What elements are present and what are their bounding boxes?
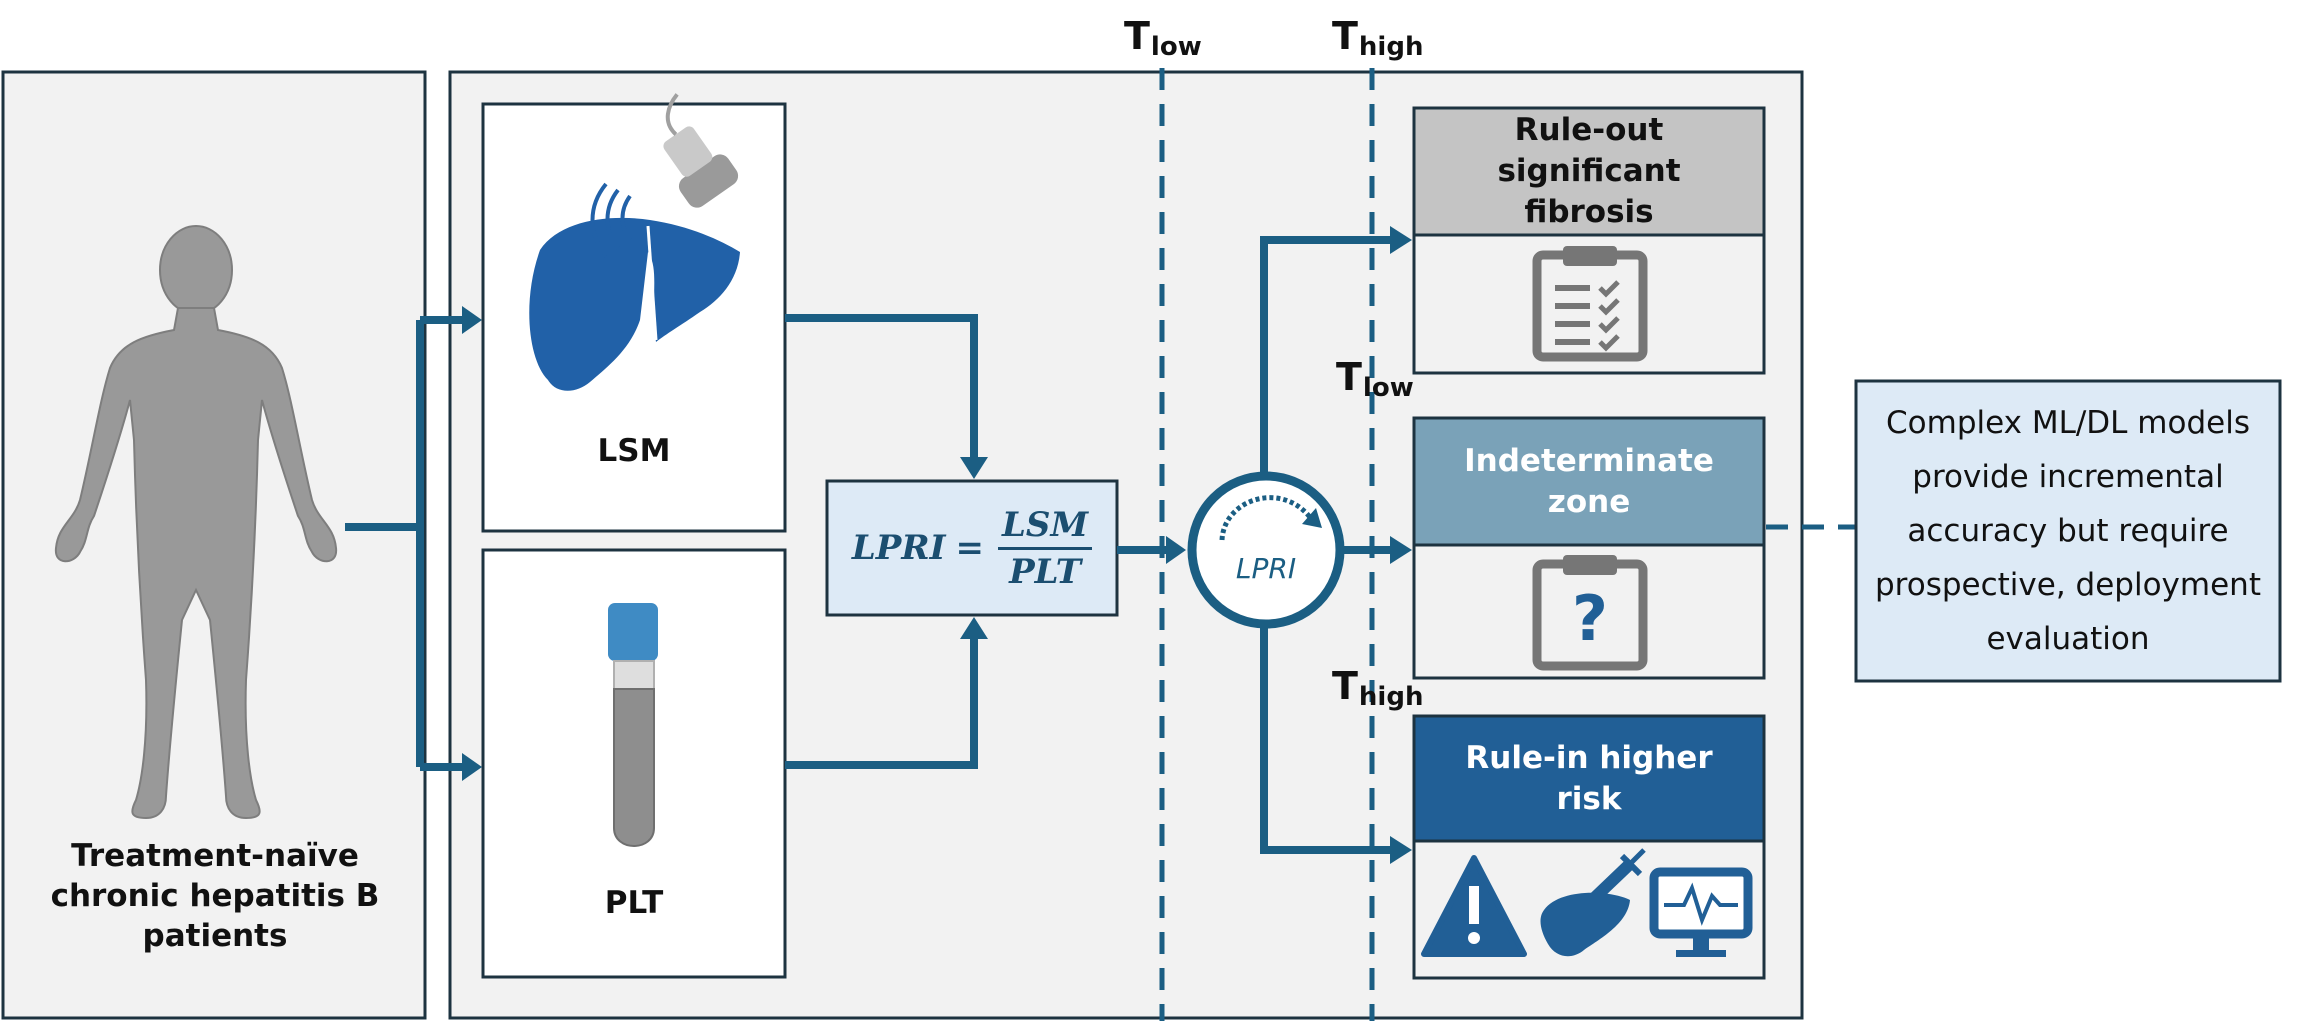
lpri-dial-arrowhead — [1302, 508, 1322, 528]
formula-denominator: PLT — [1009, 551, 1082, 592]
arrowhead-to-lsm — [462, 306, 482, 334]
lpri-formula: LPRI = LSM PLT — [827, 481, 1117, 615]
blood-tube-icon — [608, 603, 658, 847]
side-note-line: accuracy but require — [1907, 513, 2229, 549]
threshold-subscript: low — [1362, 373, 1414, 403]
formula-equals: = — [955, 528, 985, 568]
arrowhead-indeterminate — [1390, 536, 1412, 564]
plt-label: PLT — [604, 885, 664, 921]
threshold-subscript: low — [1150, 32, 1202, 62]
arrowhead-lsm-to-formula — [960, 457, 988, 479]
top-threshold-low-label: Tlow — [1124, 14, 1202, 62]
indeterminate-title-line: zone — [1547, 483, 1631, 520]
patient-label-line: patients — [142, 918, 288, 954]
indeterminate-title-line: Indeterminate — [1464, 442, 1714, 479]
formula-numerator: LSM — [998, 505, 1093, 550]
lpri-circle-label: LPRI — [1235, 552, 1297, 585]
checklist-clipboard-icon — [1532, 246, 1648, 362]
side-note-text: Complex ML/DL models provide incremental… — [1856, 396, 2280, 666]
rule-out-title-line: fibrosis — [1524, 194, 1654, 230]
rule-out-title-line: significant — [1497, 153, 1681, 189]
mid-threshold-high-label: Thigh — [1332, 664, 1423, 712]
question-clipboard-icon: ? — [1532, 555, 1648, 671]
rule-in-title-line: Rule-in higher — [1465, 739, 1713, 776]
threshold-symbol: T — [1332, 14, 1358, 58]
monitor-icon — [1649, 867, 1753, 957]
threshold-symbol: T — [1336, 355, 1362, 399]
svg-text:?: ? — [1572, 582, 1608, 655]
rule-out-header-bg — [1412, 106, 1766, 237]
indeterminate-title: Indeterminate zone — [1414, 418, 1764, 545]
branch-down — [1260, 626, 1392, 854]
liver-ultrasound-icon — [529, 93, 740, 391]
arrowhead-rule-in — [1390, 836, 1412, 864]
arrowhead-plt-to-formula — [960, 617, 988, 639]
top-threshold-high-label: Thigh — [1332, 14, 1423, 62]
arrow-lsm-to-formula — [785, 314, 978, 460]
threshold-symbol: T — [1332, 664, 1358, 708]
threshold-symbol: T — [1124, 14, 1150, 58]
patient-label: Treatment-naïve chronic hepatitis B pati… — [20, 836, 410, 956]
rule-in-title-line: risk — [1556, 780, 1622, 817]
lpri-dial-arc — [1219, 495, 1315, 541]
arrowhead-rule-out — [1390, 226, 1412, 254]
threshold-subscript: high — [1358, 32, 1424, 62]
formula-fraction: LSM PLT — [998, 505, 1093, 592]
warning-icon — [1421, 855, 1527, 957]
mid-threshold-low-label: Tlow — [1336, 355, 1414, 403]
threshold-subscript: high — [1358, 682, 1424, 712]
rule-in-header-bg — [1412, 714, 1766, 843]
side-note-line: prospective, deployment — [1875, 567, 2261, 603]
patient-label-line: chronic hepatitis B — [50, 878, 380, 914]
arrowhead-formula-to-lpri — [1166, 536, 1186, 564]
side-note-box — [1854, 379, 2282, 683]
arrow-plt-to-formula — [785, 636, 978, 769]
rule-out-title-line: Rule-out — [1514, 112, 1664, 148]
side-note-line: Complex ML/DL models — [1886, 405, 2250, 441]
formula-lhs: LPRI — [851, 528, 946, 568]
side-note-line: evaluation — [1986, 621, 2150, 657]
lsm-label: LSM — [597, 433, 671, 469]
branch-up — [1260, 236, 1392, 474]
rule-in-title: Rule-in higher risk — [1414, 716, 1764, 841]
side-note-line: provide incremental — [1912, 459, 2224, 495]
arrowhead-to-plt — [462, 753, 482, 781]
human-silhouette-icon — [54, 225, 338, 820]
patient-label-line: Treatment-naïve — [71, 838, 359, 874]
indeterminate-header-bg — [1412, 416, 1766, 547]
liver-injection-icon — [1540, 848, 1646, 957]
rule-out-title: Rule-out significant fibrosis — [1414, 108, 1764, 235]
